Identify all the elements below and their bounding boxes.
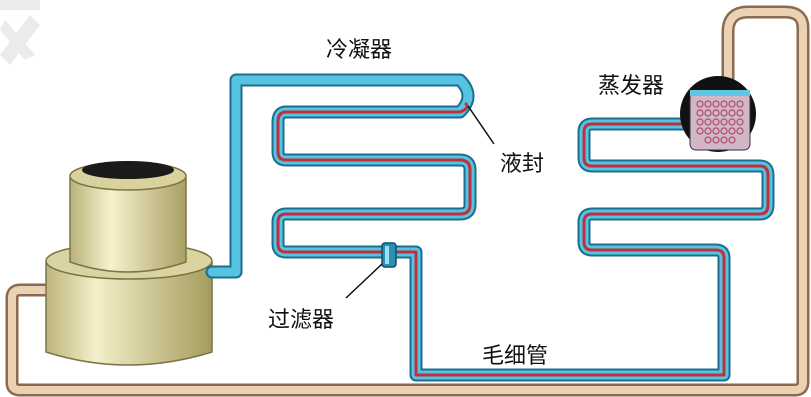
filter-drier	[381, 242, 397, 268]
capillary-label: 毛细管	[482, 344, 549, 369]
evaporator-drum	[680, 76, 756, 152]
filter-leader	[345, 263, 383, 299]
compressor	[45, 161, 213, 366]
condenser-label: 冷凝器	[326, 38, 393, 63]
liquid-seal-leader	[467, 105, 495, 145]
liquid-seal-label: 液封	[500, 152, 545, 177]
filter-label: 过滤器	[268, 308, 335, 333]
condenser-coil	[205, 73, 775, 382]
watermark-mark	[0, 0, 40, 65]
evaporator-label: 蒸发器	[598, 74, 665, 99]
